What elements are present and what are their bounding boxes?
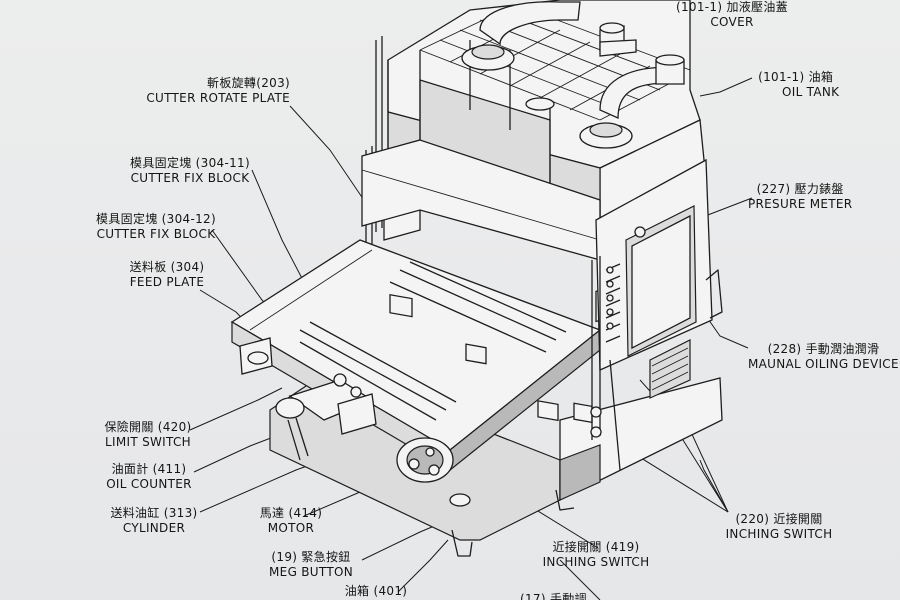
label-inching-switch-419: 近接開關 (419) INCHING SWITCH xyxy=(536,540,656,570)
label-cutter-fix-block-2-zh: 模具固定塊 (304-12) xyxy=(96,212,216,226)
label-cutter-fix-block-2-en: CUTTER FIX BLOCK xyxy=(96,227,216,241)
label-feed-plate-en: FEED PLATE xyxy=(129,275,205,289)
label-manual-oiling: (228) 手動潤油潤滑 MAUNAL OILING DEVICE xyxy=(748,342,899,372)
label-cutter-rotate-plate-en: CUTTER ROTATE PLATE xyxy=(146,91,290,105)
switch-rods xyxy=(590,256,621,471)
label-oil-counter: 油面計 (411) OIL COUNTER xyxy=(104,462,194,492)
label-limit-switch: 保險開關 (420) LIMIT SWITCH xyxy=(98,420,198,450)
label-inching-switch-419-zh: 近接開關 (419) xyxy=(552,540,640,554)
label-oil-tank-401-zh: 油箱 (401) xyxy=(344,584,408,598)
label-pressure-meter-en: PRESURE METER xyxy=(748,197,853,211)
label-inching-switch-220-zh: (220) 近接開關 xyxy=(735,512,823,526)
label-motor-en: MOTOR xyxy=(267,521,315,535)
label-pressure-meter-zh: (227) 壓力錶盤 xyxy=(756,182,844,196)
label-limit-switch-zh: 保險開關 (420) xyxy=(104,420,192,434)
motor-drive xyxy=(239,337,471,507)
label-cylinder: 送料油缸 (313) CYLINDER xyxy=(104,506,204,536)
label-oil-tank-en: OIL TANK xyxy=(782,85,840,99)
label-cutter-fix-block-1-en: CUTTER FIX BLOCK xyxy=(130,171,250,185)
label-oil-tank-zh: (101-1) 油箱 xyxy=(758,70,834,84)
label-oil-tank-401: 油箱 (401) xyxy=(336,584,416,599)
label-cutter-fix-block-1-zh: 模具固定塊 (304-11) xyxy=(130,156,250,170)
label-partial-17-zh: (17) 手動調 xyxy=(520,592,587,600)
label-cutter-rotate-plate-zh: 斬板旋轉(203) xyxy=(207,76,290,90)
label-manual-oiling-en: MAUNAL OILING DEVICE xyxy=(748,357,899,371)
label-meg-button-zh: (19) 緊急按鈕 xyxy=(271,550,351,564)
label-inching-switch-220-en: INCHING SWITCH xyxy=(725,527,833,541)
label-pressure-meter: (227) 壓力錶盤 PRESURE METER xyxy=(748,182,852,212)
label-cover-en: COVER xyxy=(710,15,754,29)
label-cutter-fix-block-1: 模具固定塊 (304-11) CUTTER FIX BLOCK xyxy=(120,156,260,186)
label-cutter-fix-block-2: 模具固定塊 (304-12) CUTTER FIX BLOCK xyxy=(86,212,226,242)
label-meg-button-en: MEG BUTTON xyxy=(269,565,353,579)
label-partial-17: (17) 手動調 xyxy=(520,592,587,600)
label-oil-counter-zh: 油面計 (411) xyxy=(111,462,187,476)
label-cutter-rotate-plate: 斬板旋轉(203) CUTTER ROTATE PLATE xyxy=(140,76,290,106)
label-meg-button: (19) 緊急按鈕 MEG BUTTON xyxy=(256,550,366,580)
label-feed-plate-zh: 送料板 (304) xyxy=(129,260,205,274)
label-cover: (101-1) 加液壓油蓋 COVER xyxy=(676,0,788,30)
label-cylinder-en: CYLINDER xyxy=(122,521,186,535)
label-inching-switch-220: (220) 近接開關 INCHING SWITCH xyxy=(724,512,834,542)
label-cover-zh: (101-1) 加液壓油蓋 xyxy=(676,0,788,14)
label-motor: 馬達 (414) MOTOR xyxy=(246,506,336,536)
label-limit-switch-en: LIMIT SWITCH xyxy=(105,435,191,449)
pipe-fittings xyxy=(461,1,685,149)
label-manual-oiling-zh: (228) 手動潤油潤滑 xyxy=(767,342,880,356)
label-inching-switch-419-en: INCHING SWITCH xyxy=(542,555,650,569)
label-oil-tank: (101-1) 油箱 OIL TANK xyxy=(752,70,839,100)
label-feed-plate: 送料板 (304) FEED PLATE xyxy=(122,260,212,290)
control-panel xyxy=(595,158,723,399)
label-motor-zh: 馬達 (414) xyxy=(259,506,323,520)
label-oil-counter-en: OIL COUNTER xyxy=(106,477,192,491)
label-cylinder-zh: 送料油缸 (313) xyxy=(110,506,198,520)
